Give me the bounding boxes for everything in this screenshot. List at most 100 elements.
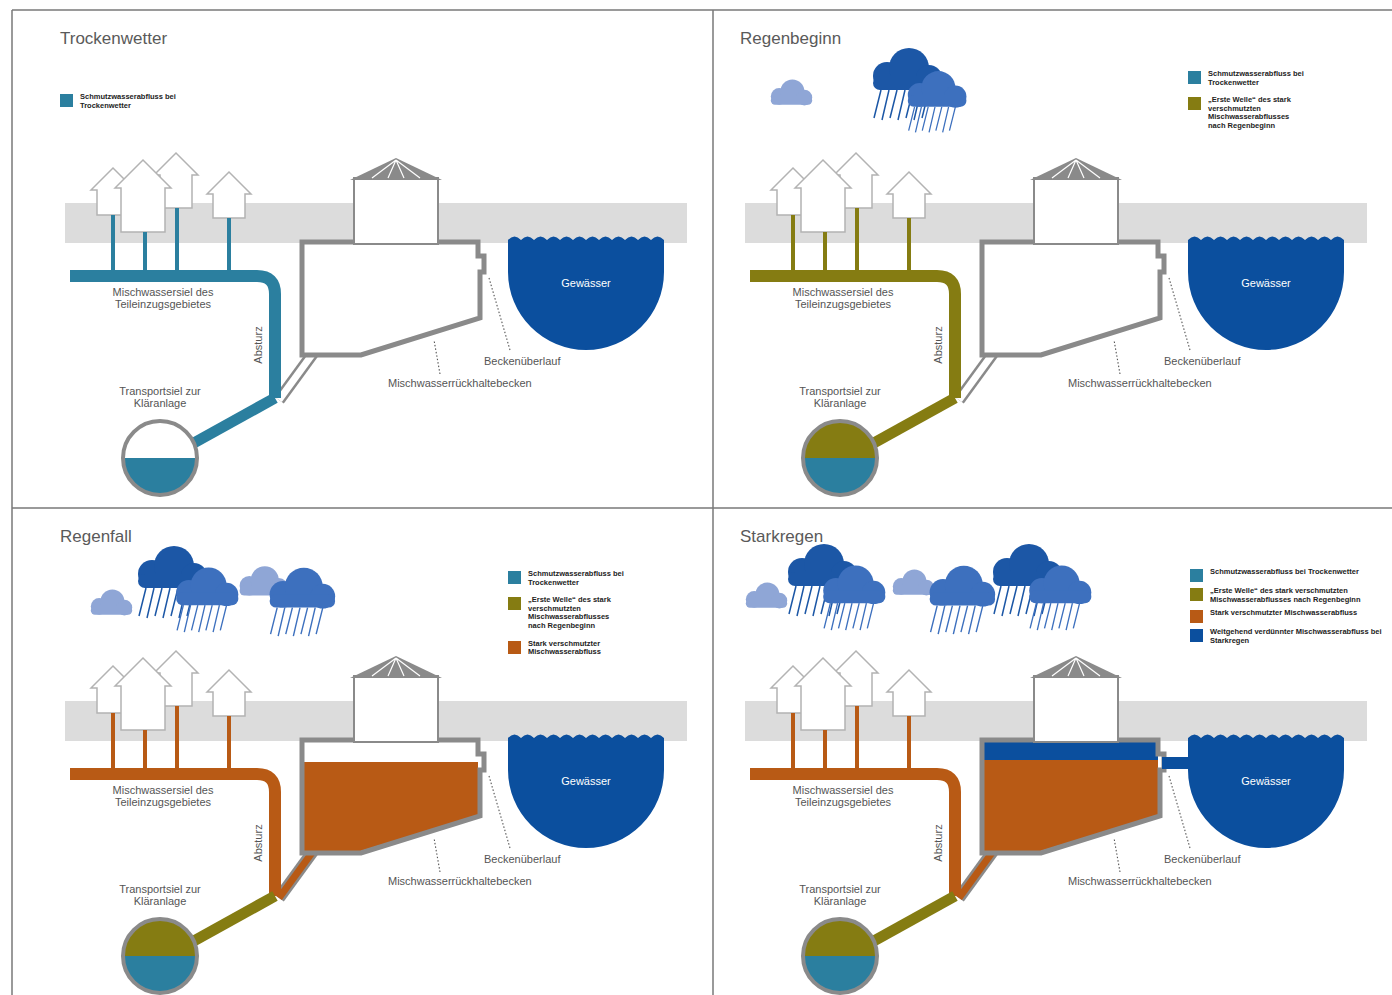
transport-sewer-circle: Transportsiel zur Kläranlage	[122, 918, 198, 994]
legend-swatch	[1190, 569, 1203, 582]
panel-title: Trockenwetter	[60, 29, 167, 49]
path-shape	[70, 276, 275, 398]
sewer-name: Mischwassersiel des Teileinzugsgebietes	[104, 286, 222, 310]
path-shape	[113, 208, 229, 270]
drop-label: Absturz	[252, 813, 264, 873]
use-shape	[270, 568, 336, 636]
use-shape	[982, 740, 1164, 853]
legend-text: Weitgehend verdünnter Mischwasserabfluss…	[1210, 628, 1392, 645]
sewer-name: Mischwassersiel des Teileinzugsgebietes	[784, 286, 902, 310]
use-shape	[350, 158, 442, 244]
legend-row: „Erste Welle“ des stark verschmutzten Mi…	[1188, 96, 1308, 130]
path-shape	[113, 706, 229, 768]
path-shape	[959, 352, 994, 400]
legend-row: „Erste Welle“ des stark verschmutzten Mi…	[1190, 587, 1392, 604]
basin-label: Mischwasserrückhaltebecken	[1068, 377, 1212, 389]
water-label: Gewässer	[1241, 775, 1291, 787]
use-shape	[1029, 565, 1091, 630]
use-shape	[123, 421, 197, 495]
path-shape	[959, 352, 994, 400]
panel-title: Regenfall	[60, 527, 132, 547]
water-label: Gewässer	[561, 775, 611, 787]
use-shape	[771, 80, 812, 106]
transport-sewer-circle: Transportsiel zur Kläranlage	[122, 420, 198, 496]
water-body: Gewässer	[1188, 232, 1344, 350]
path-shape	[192, 896, 275, 942]
use-shape	[930, 566, 996, 634]
water-body: Gewässer	[1188, 730, 1344, 848]
sewer-label: Transportsiel zur Kläranlage	[780, 883, 900, 907]
rect-shape	[800, 918, 880, 956]
path-shape	[304, 762, 478, 851]
drop-label: Absturz	[932, 315, 944, 375]
g-shape	[70, 706, 275, 942]
rect-shape	[120, 956, 200, 995]
path-shape	[750, 774, 955, 896]
legend-swatch	[1188, 71, 1201, 84]
legend: Schmutzwasserabfluss bei Trockenwetter „E…	[508, 570, 628, 657]
rect-shape	[800, 420, 880, 458]
legend-swatch	[1190, 629, 1203, 642]
overflow-label: Beckenüberlauf	[484, 853, 560, 865]
basin-label: Mischwasserrückhaltebecken	[1068, 875, 1212, 887]
water-body: Gewässer	[508, 232, 664, 350]
use-shape	[176, 567, 238, 632]
legend-text: Schmutzwasserabfluss bei Trockenwetter	[1210, 568, 1392, 577]
legend-swatch	[1190, 588, 1203, 601]
g-shape	[65, 546, 687, 995]
legend-swatch	[1188, 97, 1201, 110]
drop-label: Absturz	[252, 315, 264, 375]
legend-row: Stark verschmutzter Mischwasserabfluss	[1190, 609, 1392, 623]
use-shape	[823, 565, 885, 630]
legend-row: Schmutzwasserabfluss bei Trockenwetter	[1190, 568, 1392, 582]
use-shape	[746, 583, 787, 609]
legend-text: „Erste Welle“ des stark verschmutzten Mi…	[528, 596, 628, 630]
legend-swatch	[508, 571, 521, 584]
use-shape	[803, 919, 877, 993]
use-shape	[302, 740, 484, 853]
legend-text: Schmutzwasserabfluss bei Trockenwetter	[528, 570, 628, 587]
path-shape	[279, 352, 314, 400]
legend-swatch	[508, 641, 521, 654]
sewer-label: Transportsiel zur Kläranlage	[100, 883, 220, 907]
rect-shape	[800, 956, 880, 995]
legend-text: Schmutzwasserabfluss bei Trockenwetter	[80, 93, 180, 110]
g-shape	[750, 706, 955, 942]
overflow-label: Beckenüberlauf	[484, 355, 560, 367]
legend-swatch	[60, 94, 73, 107]
legend: Schmutzwasserabfluss bei Trockenwetter „E…	[1190, 568, 1392, 645]
path-shape	[872, 896, 955, 942]
sewer-label: Transportsiel zur Kläranlage	[780, 385, 900, 409]
sewer-name: Mischwassersiel des Teileinzugsgebietes	[104, 784, 222, 808]
g-shape	[65, 153, 687, 503]
path-shape	[793, 208, 909, 270]
path-shape	[793, 706, 909, 768]
g-shape	[750, 208, 955, 444]
path-shape	[984, 742, 1158, 760]
g-shape	[70, 208, 275, 444]
legend: Schmutzwasserabfluss bei Trockenwetter	[60, 93, 180, 110]
panel-title: Starkregen	[740, 527, 823, 547]
legend-swatch	[1190, 610, 1203, 623]
sewer-name: Mischwassersiel des Teileinzugsgebietes	[784, 784, 902, 808]
sewer-label: Transportsiel zur Kläranlage	[100, 385, 220, 409]
overflow-label: Beckenüberlauf	[1164, 853, 1240, 865]
overflow-label: Beckenüberlauf	[1164, 355, 1240, 367]
path-shape	[192, 398, 275, 444]
basin-label: Mischwasserrückhaltebecken	[388, 377, 532, 389]
transport-sewer-circle: Transportsiel zur Kläranlage	[802, 918, 878, 994]
use-shape	[803, 421, 877, 495]
path-shape	[872, 398, 955, 444]
use-shape	[302, 242, 484, 355]
transport-sewer-circle: Transportsiel zur Kläranlage	[802, 420, 878, 496]
drop-label: Absturz	[932, 813, 944, 873]
legend-row: Schmutzwasserabfluss bei Trockenwetter	[60, 93, 180, 110]
use-shape	[302, 740, 484, 853]
use-shape	[982, 242, 1164, 355]
path-shape	[959, 850, 994, 898]
water-label: Gewässer	[561, 277, 611, 289]
path-shape	[279, 850, 314, 898]
legend-row: Stark verschmutzter Mischwasserabfluss	[508, 640, 628, 657]
panel-title: Regenbeginn	[740, 29, 841, 49]
